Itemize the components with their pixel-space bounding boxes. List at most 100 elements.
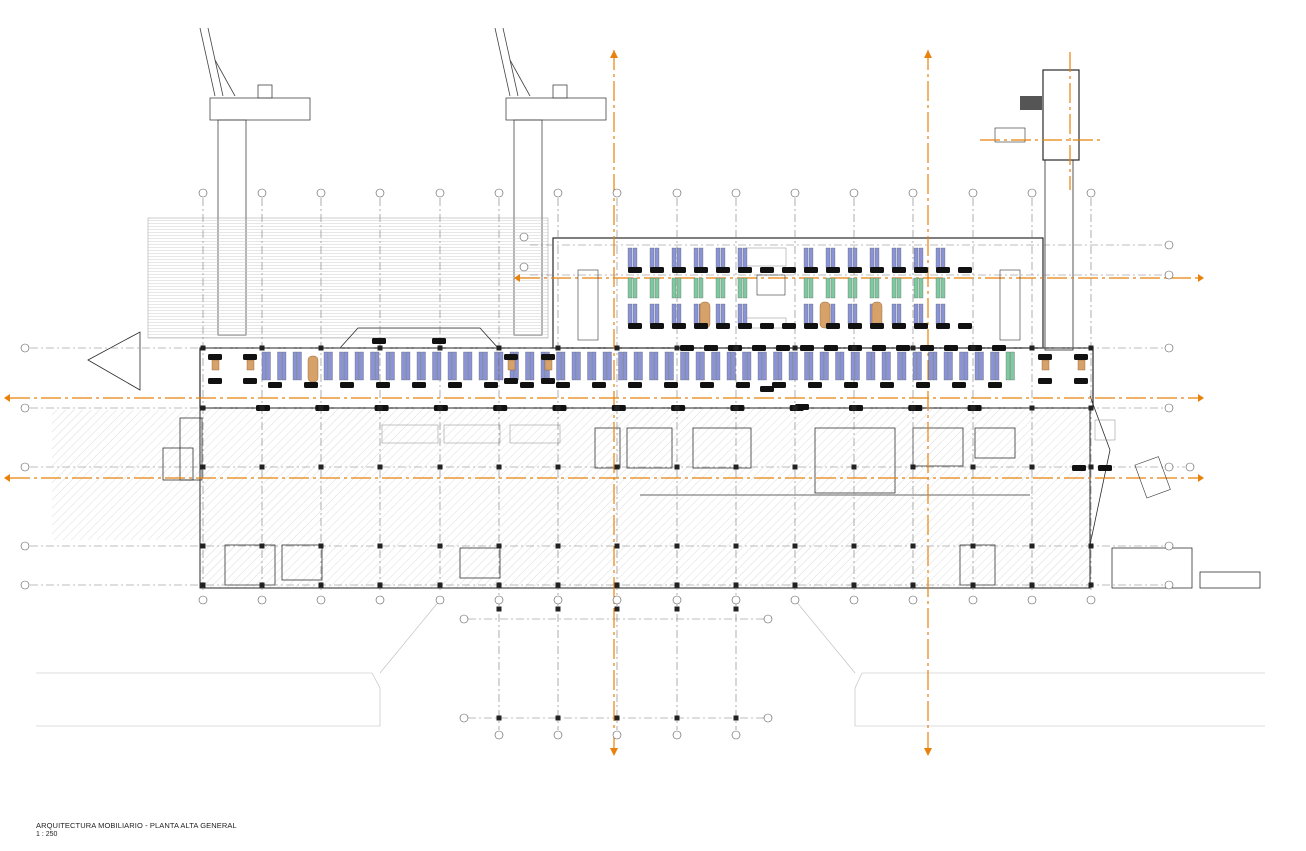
furniture-tag-icon	[628, 323, 642, 329]
furniture-tag-icon	[782, 267, 796, 273]
workstation-desk	[897, 351, 902, 381]
workstation-desk	[917, 351, 922, 381]
workstation-desk	[896, 277, 902, 299]
structural-column	[496, 405, 502, 411]
structural-column	[1029, 543, 1035, 549]
workstation-desk	[494, 351, 499, 381]
workstation-desk	[277, 351, 282, 381]
grid-axis-bubble-icon	[553, 730, 563, 740]
furniture-tag-icon	[760, 323, 774, 329]
grid-axis-bubble-icon	[1185, 462, 1195, 472]
structural-column	[318, 582, 324, 588]
structural-column	[614, 464, 620, 470]
furniture-tag-icon	[650, 267, 664, 273]
grid-axis-bubble-icon	[459, 614, 469, 624]
furniture-tag-icon	[541, 354, 555, 360]
structural-column	[970, 405, 976, 411]
furniture-tag-icon	[672, 323, 686, 329]
section-cut-lines	[10, 50, 1198, 755]
workstation-desk	[932, 351, 938, 381]
workstation-desk	[874, 247, 880, 269]
workstation-desk	[676, 277, 682, 299]
workstation-desk	[825, 277, 831, 299]
workstation-desk	[742, 303, 748, 325]
structural-column	[555, 606, 561, 612]
furniture-tag-icon	[795, 404, 809, 410]
grid-axis-bubble-icon	[1027, 595, 1037, 605]
workstation-desk	[529, 351, 535, 381]
furniture-tag-icon	[738, 267, 752, 273]
structural-column	[377, 405, 383, 411]
workstation-desk	[421, 351, 426, 381]
structural-column	[437, 405, 443, 411]
workstation-desk	[432, 351, 437, 381]
workstation-desk	[726, 351, 732, 381]
structural-column	[733, 715, 739, 721]
furniture-tag-icon	[958, 323, 972, 329]
furniture-tag-icon	[520, 382, 534, 388]
structural-column	[496, 464, 502, 470]
workstation-desk	[498, 351, 504, 381]
workstation-desk	[556, 351, 561, 381]
grid-axis-bubble-icon	[790, 595, 800, 605]
grid-axis-bubble-icon	[198, 188, 208, 198]
grid-axis-bubble-icon	[375, 595, 385, 605]
workstation-desk	[869, 277, 875, 299]
structural-column	[1029, 405, 1035, 411]
furniture-tag-icon	[672, 267, 686, 273]
workstation-desk	[715, 277, 721, 299]
structural-column	[437, 582, 443, 588]
workstation-desk	[632, 247, 638, 269]
workstation-desk	[943, 351, 949, 381]
grid-axis-bubble-icon	[672, 595, 682, 605]
structural-column	[318, 464, 324, 470]
furniture-tag-icon	[988, 382, 1002, 388]
workstation-desk	[671, 303, 677, 325]
furniture-tag-icon	[826, 267, 840, 273]
furniture-tag-icon	[268, 382, 282, 388]
workstation-desk	[1010, 351, 1015, 381]
structural-column	[674, 345, 680, 351]
structural-column	[851, 345, 857, 351]
workstation-desk	[478, 351, 484, 381]
workstation-desk	[808, 277, 814, 299]
structural-column	[733, 543, 739, 549]
workstation-desk	[261, 351, 267, 381]
workstation-desk	[720, 247, 726, 269]
structural-column	[910, 582, 916, 588]
furniture-tag-icon	[824, 345, 838, 351]
structural-column	[910, 543, 916, 549]
furniture-tag-icon	[716, 267, 730, 273]
structural-column	[733, 582, 739, 588]
structural-column	[496, 715, 502, 721]
workstation-desk	[720, 303, 726, 325]
meeting-table	[307, 355, 319, 383]
furniture-tag-icon	[808, 382, 822, 388]
furniture-tag-icon	[1074, 378, 1088, 384]
workstation-desk	[627, 247, 633, 269]
structural-column	[733, 405, 739, 411]
workstation-desk	[742, 351, 747, 381]
grid-axis-bubble-icon	[519, 232, 529, 242]
grid-axis-bubble-icon	[459, 713, 469, 723]
structural-column	[614, 606, 620, 612]
grid-axis-bubble-icon	[553, 595, 563, 605]
workstation-desk	[560, 351, 566, 381]
workstation-desk	[935, 303, 941, 325]
section-cut-marker-icon	[4, 50, 1204, 756]
structural-column	[614, 405, 620, 411]
structural-column	[970, 582, 976, 588]
workstation-desk	[374, 351, 380, 381]
furniture-tag-icon	[432, 338, 446, 344]
upper-office-block	[87, 69, 1111, 546]
furniture-tag-icon	[944, 345, 958, 351]
workstation-desk	[737, 277, 743, 299]
workstation-desk	[354, 351, 360, 381]
workstation-rows	[211, 247, 1086, 383]
furniture-tag-icon	[760, 267, 774, 273]
workstation-desk	[773, 351, 778, 381]
workstation-desk	[452, 351, 457, 381]
furniture-tag-icon	[916, 382, 930, 388]
workstation-desk	[633, 351, 639, 381]
workstation-desk	[693, 277, 699, 299]
